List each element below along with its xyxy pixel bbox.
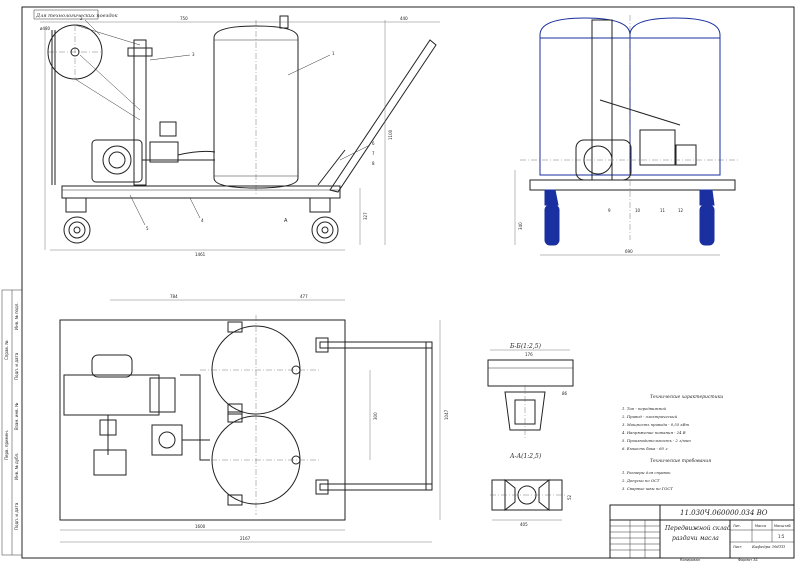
svg-text:Инв. № дубл.: Инв. № дубл. <box>14 453 19 480</box>
svg-text:Кафедра ЭМТП: Кафедра ЭМТП <box>751 544 786 549</box>
svg-text:1:5: 1:5 <box>778 534 785 539</box>
svg-text:7: 7 <box>372 151 375 156</box>
svg-text:6: 6 <box>372 141 375 146</box>
dim-690: 690 <box>625 249 633 254</box>
svg-text:2: 2 <box>80 16 83 21</box>
drawing-frame <box>21 6 795 559</box>
dim-1100: 1100 <box>388 129 393 140</box>
svg-text:8: 8 <box>372 161 375 166</box>
dim-1047: 1047 <box>444 409 449 420</box>
doc-title-1: Передвижной склад <box>664 525 731 532</box>
svg-text:3: 3 <box>192 52 195 57</box>
svg-text:Инв. № подл.: Инв. № подл. <box>14 302 19 330</box>
dim-784: 784 <box>170 294 178 299</box>
svg-text:Подп. и дата: Подп. и дата <box>14 502 19 530</box>
svg-text:6. Емкость бака - 60 л: 6. Емкость бака - 60 л <box>622 446 668 451</box>
side-labels: Инв. № подл. Подп. и дата Взам. инв. № И… <box>4 302 19 530</box>
dim-327: 327 <box>363 212 368 220</box>
dim-2167: 2167 <box>240 536 251 541</box>
svg-text:Справ. №: Справ. № <box>4 341 9 360</box>
svg-text:5. Производительность - 2 л/ми: 5. Производительность - 2 л/мин <box>622 438 691 443</box>
svg-text:Б-Б(1:2,5): Б-Б(1:2,5) <box>509 343 542 350</box>
svg-text:405: 405 <box>520 522 528 527</box>
section-b: Б-Б(1:2,5) 176 86 <box>487 343 574 440</box>
svg-text:Технические характеристики: Технические характеристики <box>650 394 723 400</box>
svg-text:2. Привод - электрический: 2. Привод - электрический <box>621 414 678 419</box>
svg-text:12: 12 <box>678 208 684 213</box>
title-block: 11.030Ч.060000.034 ВО Передвижной склад … <box>609 504 795 562</box>
svg-text:1. Тип - передвижной: 1. Тип - передвижной <box>622 406 666 411</box>
dim-750: 750 <box>180 16 188 21</box>
svg-text:Масштаб: Масштаб <box>774 524 791 528</box>
side-view: 690 340 9 10 11 12 <box>514 15 740 256</box>
svg-text:Взам. инв. №: Взам. инв. № <box>14 403 19 430</box>
top-stamp: Для технологических поездок <box>35 13 117 19</box>
svg-text:Копировал: Копировал <box>680 558 700 562</box>
svg-text:1. Размеры для справок: 1. Размеры для справок <box>622 470 671 475</box>
dim-340: 340 <box>518 222 523 230</box>
plan-view: 784 477 1600 2167 1047 300 <box>59 294 449 543</box>
svg-text:Формат А1: Формат А1 <box>738 558 758 562</box>
tech-notes: Технические характеристики 1. Тип - пере… <box>621 394 723 491</box>
svg-text:Перв. примен.: Перв. примен. <box>4 430 9 460</box>
svg-text:Масса: Масса <box>755 524 766 528</box>
svg-text:5: 5 <box>146 226 149 231</box>
dim-300: 300 <box>373 412 378 420</box>
svg-text:9: 9 <box>608 208 611 213</box>
svg-text:3. Мощность привода - 0,55 кВт: 3. Мощность привода - 0,55 кВт <box>622 422 689 427</box>
svg-text:Подп. и дата: Подп. и дата <box>14 352 19 380</box>
svg-text:4. Напряжение питания - 24 В: 4. Напряжение питания - 24 В <box>621 430 686 435</box>
dim-reel-dia: ø480 <box>40 26 51 31</box>
svg-text:А-А(1:2,5): А-А(1:2,5) <box>509 453 542 460</box>
svg-text:Технические требования: Технические требования <box>650 457 711 464</box>
platform <box>61 185 341 199</box>
dim-477: 477 <box>300 294 308 299</box>
svg-text:176: 176 <box>525 352 533 357</box>
svg-text:Лист: Лист <box>733 545 742 549</box>
svg-text:86: 86 <box>562 391 568 396</box>
svg-text:4: 4 <box>201 218 204 223</box>
section-a: А-А(1:2,5) 405 52 <box>490 453 572 527</box>
front-view: ø480 750 440 1100 327 1461 1 2 3 4 5 6 7… <box>40 15 440 257</box>
svg-text:2. Допуски по ОСТ: 2. Допуски по ОСТ <box>621 478 660 483</box>
dim-440: 440 <box>400 16 408 21</box>
svg-text:11: 11 <box>660 208 666 213</box>
svg-text:3. Сварные швы по ГОСТ: 3. Сварные швы по ГОСТ <box>622 486 673 491</box>
svg-text:А: А <box>284 218 288 224</box>
doc-title-2: раздачи масла <box>672 535 719 542</box>
svg-text:1: 1 <box>332 51 335 56</box>
doc-number: 11.030Ч.060000.034 ВО <box>680 509 768 517</box>
svg-text:Лит.: Лит. <box>733 524 741 528</box>
dim-1461: 1461 <box>195 252 206 257</box>
svg-text:10: 10 <box>635 208 641 213</box>
svg-text:52: 52 <box>567 494 572 500</box>
dim-1600: 1600 <box>195 524 206 529</box>
top-stamp-box <box>33 9 99 20</box>
